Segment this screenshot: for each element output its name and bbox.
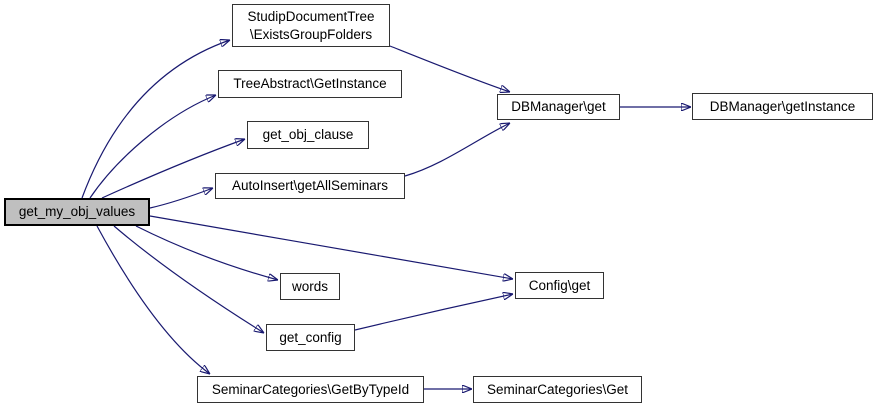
node-seminar-categories-get-by-type-id[interactable]: SeminarCategories\GetByTypeId: [197, 376, 424, 403]
node-label: get_my_obj_values: [18, 204, 136, 220]
edge-studip_exists_group_folders-dbmanager_get: [389, 45, 510, 92]
edge-get_my_obj_values-get_obj_clause: [101, 139, 245, 199]
node-label: get_obj_clause: [262, 127, 354, 143]
node-config-get[interactable]: Config\get: [515, 272, 604, 299]
edge-get_my_obj_values-config_get: [149, 215, 513, 279]
edge-get_config-config_get: [354, 294, 513, 331]
node-dbmanager-get[interactable]: DBManager\get: [497, 94, 620, 120]
node-tree-abstract-get-instance[interactable]: TreeAbstract\GetInstance: [218, 70, 402, 98]
edge-auto_insert_get_all_seminars-dbmanager_get: [404, 123, 510, 177]
node-get-my-obj-values[interactable]: get_my_obj_values: [4, 198, 150, 226]
node-label: Config\get: [528, 277, 591, 293]
node-label: AutoInsert\getAllSeminars: [231, 178, 389, 194]
node-dbmanager-get-instance[interactable]: DBManager\getInstance: [692, 93, 873, 120]
node-auto-insert-get-all-seminars[interactable]: AutoInsert\getAllSeminars: [215, 173, 405, 199]
edge-get_my_obj_values-get_config: [113, 225, 264, 333]
node-get-config[interactable]: get_config: [266, 324, 355, 351]
node-label: TreeAbstract\GetInstance: [233, 76, 387, 92]
edge-get_my_obj_values-seminar_categories_get_by_type_id: [96, 225, 210, 374]
node-label: DBManager\getInstance: [709, 98, 856, 114]
node-label: SeminarCategories\Get: [486, 381, 629, 397]
node-label: SeminarCategories\GetByTypeId: [211, 381, 410, 397]
edge-get_my_obj_values-words: [135, 225, 278, 280]
node-studip-document-tree-exists-group-folders[interactable]: StudipDocumentTree \ExistsGroupFolders: [232, 4, 390, 47]
node-words[interactable]: words: [280, 273, 340, 300]
node-label: DBManager\get: [511, 99, 606, 115]
node-label: StudipDocumentTree \ExistsGroupFolders: [247, 8, 375, 42]
edge-get_my_obj_values-studip_exists_group_folders: [81, 40, 230, 199]
node-get-obj-clause[interactable]: get_obj_clause: [247, 121, 369, 149]
node-label: get_config: [279, 329, 342, 345]
node-label: words: [291, 278, 328, 294]
edge-get_my_obj_values-tree_abstract_get_instance: [89, 95, 216, 199]
node-seminar-categories-get[interactable]: SeminarCategories\Get: [473, 376, 642, 403]
edge-get_my_obj_values-auto_insert_get_all_seminars: [149, 188, 213, 209]
